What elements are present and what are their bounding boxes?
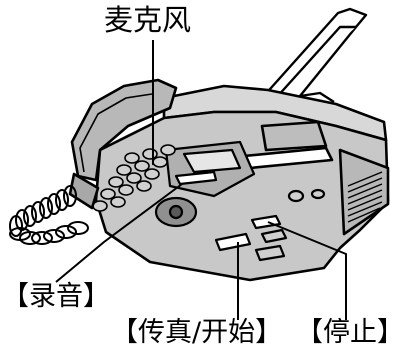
control-panel	[154, 140, 326, 262]
handset	[68, 78, 178, 210]
paper-support	[261, 7, 368, 104]
leader-stop	[267, 221, 347, 320]
label-microphone: 麦克风	[104, 3, 192, 37]
lcd-display	[182, 148, 242, 174]
label-record: 【录音】	[2, 281, 110, 312]
leader-record	[55, 183, 183, 283]
keypad	[92, 144, 176, 212]
coiled-cord	[9, 185, 89, 245]
label-stop: 【停止】	[296, 317, 404, 348]
leader-lines	[55, 40, 347, 320]
record-button	[174, 170, 218, 186]
fax-start-button	[214, 232, 252, 252]
speaker-grille	[347, 171, 383, 223]
label-fax-start: 【传真/开始】	[111, 317, 283, 348]
